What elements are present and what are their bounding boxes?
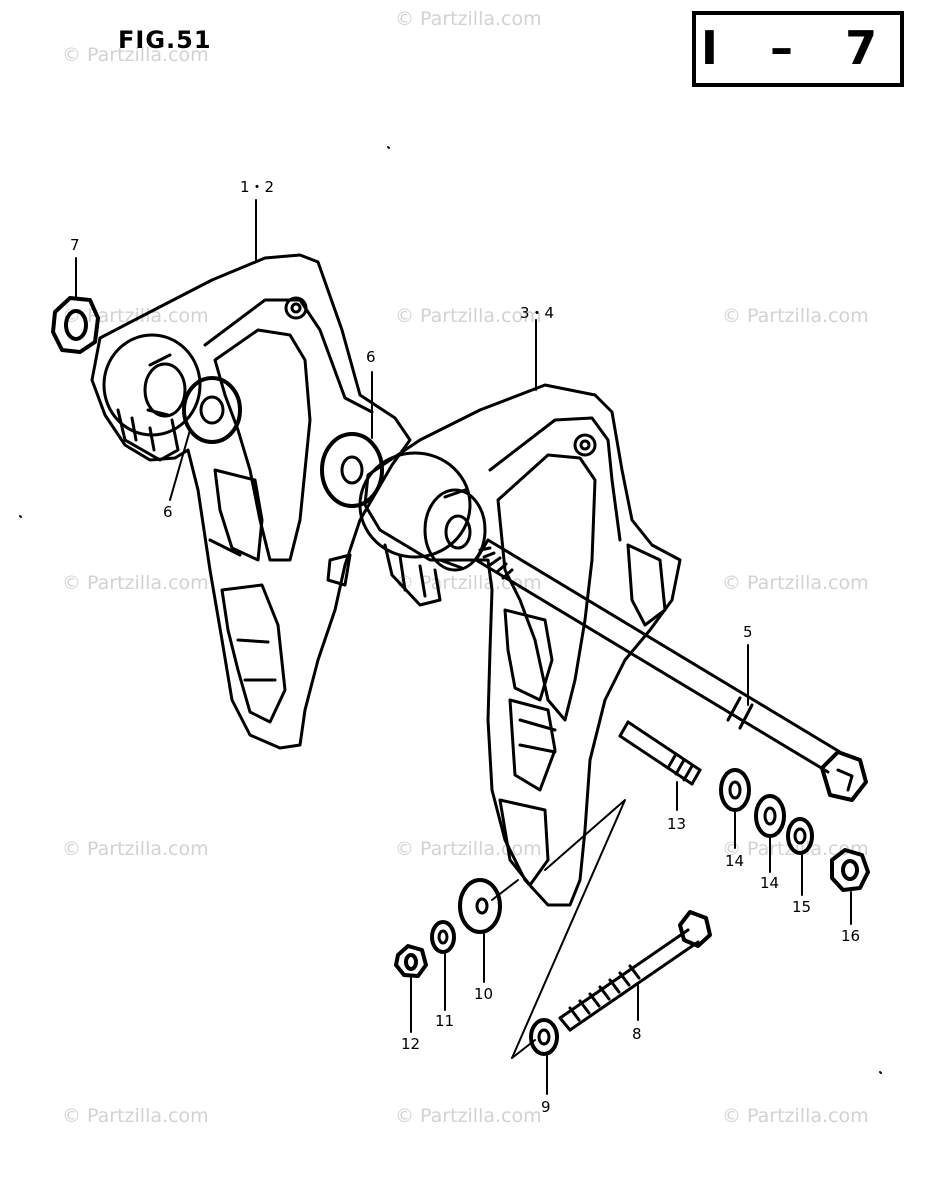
callout-16: 16 — [841, 927, 861, 945]
watermark: © Partzilla.com — [722, 838, 869, 860]
watermark: © Partzilla.com — [722, 305, 869, 327]
section-box: I – 7 — [692, 11, 904, 87]
figure-title: FIG.51 — [118, 26, 212, 54]
callout-10: 10 — [474, 985, 494, 1003]
washer-9 — [529, 1018, 559, 1056]
callout-5: 5 — [743, 623, 753, 641]
callout-9: 9 — [541, 1098, 551, 1116]
watermark: © Partzilla.com — [395, 8, 542, 30]
watermark: © Partzilla.com — [62, 44, 209, 66]
clamp-bracket-right — [358, 383, 682, 907]
washer-15 — [786, 817, 814, 855]
watermark: © Partzilla.com — [722, 572, 869, 594]
washer-11 — [430, 920, 456, 954]
watermark: © Partzilla.com — [722, 1105, 869, 1127]
callout-7: 7 — [70, 236, 80, 254]
callout-8: 8 — [632, 1025, 642, 1043]
callout-15: 15 — [792, 898, 812, 916]
watermark: © Partzilla.com — [395, 838, 542, 860]
washer-14b — [754, 794, 786, 838]
callout-3-4: 3・4 — [520, 304, 555, 322]
nut-12 — [394, 944, 428, 978]
stud-pin-13 — [618, 720, 702, 786]
watermark: © Partzilla.com — [62, 1105, 209, 1127]
callout-1-2: 1・2 — [240, 178, 275, 196]
bolt-8 — [558, 910, 712, 1032]
nut-16 — [830, 848, 870, 892]
callout-14: 14 — [760, 874, 780, 892]
callout-12: 12 — [401, 1035, 421, 1053]
watermark: © Partzilla.com — [395, 1105, 542, 1127]
tilt-shaft-5 — [474, 538, 868, 802]
assembly-guide-lines — [491, 799, 626, 1059]
washer-14a — [719, 768, 751, 812]
section-label: I – 7 — [700, 21, 896, 75]
callout-14: 14 — [725, 852, 745, 870]
watermark: © Partzilla.com — [395, 305, 542, 327]
watermark: © Partzilla.com — [62, 838, 209, 860]
callout-leaders — [75, 199, 852, 1095]
clamp-bracket-left — [51, 253, 412, 750]
callout-13: 13 — [667, 815, 687, 833]
callout-11: 11 — [435, 1012, 455, 1030]
nut-7 — [51, 296, 100, 354]
callout-6: 6 — [163, 503, 173, 521]
washer-6 — [320, 432, 384, 508]
watermark: © Partzilla.com — [62, 572, 209, 594]
scan-specks — [19, 146, 882, 1074]
callout-6: 6 — [366, 348, 376, 366]
washer-10 — [458, 878, 502, 934]
